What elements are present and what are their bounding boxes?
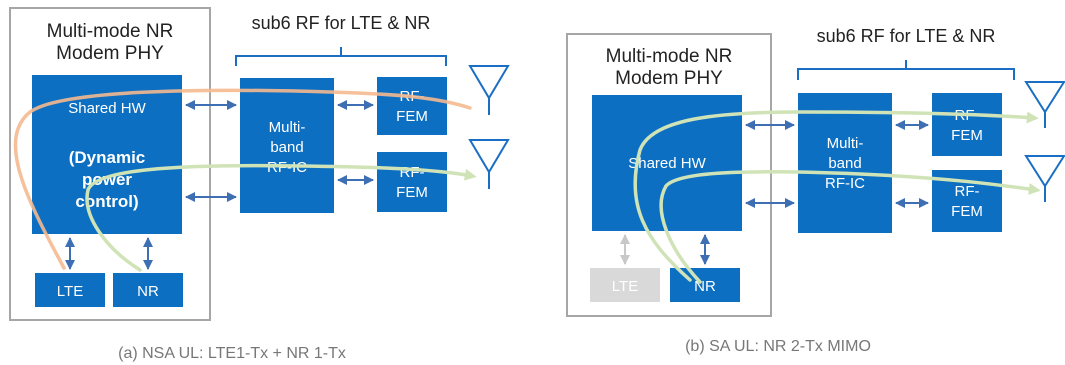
- panel-a: Multi-mode NR Modem PHY Shared HW (Dynam…: [9, 7, 510, 362]
- panel-b: Multi-mode NR Modem PHY Shared HW LTE NR…: [566, 26, 1065, 355]
- rf-brace: [235, 47, 447, 66]
- rfic-block: [798, 93, 892, 233]
- modem-frame: [566, 33, 772, 317]
- caption-a: (a) NSA UL: LTE1-Tx + NR 1-Tx: [118, 345, 346, 362]
- nr-signal-path-2: [659, 170, 1041, 284]
- rfic-line2: band: [270, 139, 303, 156]
- antenna-icon: [468, 65, 510, 115]
- rfic-line1: Multi-: [269, 119, 306, 136]
- rf-fem-2-line2: FEM: [396, 184, 428, 201]
- shared-hw-label: Shared HW: [628, 155, 706, 172]
- nr-signal-path-1: [633, 110, 1039, 282]
- rf-title: sub6 RF for LTE & NR: [252, 13, 431, 33]
- rf-title: sub6 RF for LTE & NR: [817, 26, 996, 46]
- modem-title-line1: Multi-mode NR: [47, 21, 174, 42]
- rf-fem-2-line1: RF-: [400, 164, 425, 181]
- modem-title-line2: Modem PHY: [56, 43, 164, 64]
- lte-signal-path: [13, 88, 472, 270]
- rfic-line3: RF-IC: [825, 175, 865, 192]
- rfic-line2: band: [828, 155, 861, 172]
- nr-signal-path: [85, 163, 477, 272]
- rfic-line1: Multi-: [827, 135, 864, 152]
- shared-hw-label: Shared HW: [68, 100, 146, 117]
- rf-brace: [797, 60, 1015, 80]
- rf-fem-2-block: [377, 152, 447, 212]
- rf-fem-1-block: [932, 93, 1002, 156]
- rfic-block: [240, 78, 334, 213]
- rf-fem-1-line2: FEM: [396, 108, 428, 125]
- lte-block: [35, 273, 105, 307]
- rf-fem-2-line1: RF-: [955, 183, 980, 200]
- antenna-icon: [468, 139, 510, 189]
- antenna-icon: [1024, 155, 1065, 202]
- rf-fem-1-block: [377, 77, 447, 135]
- modem-frame: [9, 7, 211, 321]
- rf-fem-1-line2: FEM: [951, 127, 983, 144]
- rf-fem-2-line2: FEM: [951, 203, 983, 220]
- shared-hw-block: [592, 95, 742, 231]
- dpc-line3: control): [75, 192, 138, 211]
- caption-b: (b) SA UL: NR 2-Tx MIMO: [685, 338, 871, 355]
- modem-title-line2: Modem PHY: [615, 68, 723, 89]
- modem-title-line1: Multi-mode NR: [606, 46, 733, 67]
- lte-label: LTE: [612, 278, 638, 295]
- nr-block: [113, 273, 183, 307]
- nr-label: NR: [137, 283, 159, 300]
- lte-block-disabled: [590, 268, 660, 302]
- antenna-icon: [1024, 81, 1065, 128]
- lte-label: LTE: [57, 283, 83, 300]
- dpc-line1: (Dynamic: [69, 148, 146, 167]
